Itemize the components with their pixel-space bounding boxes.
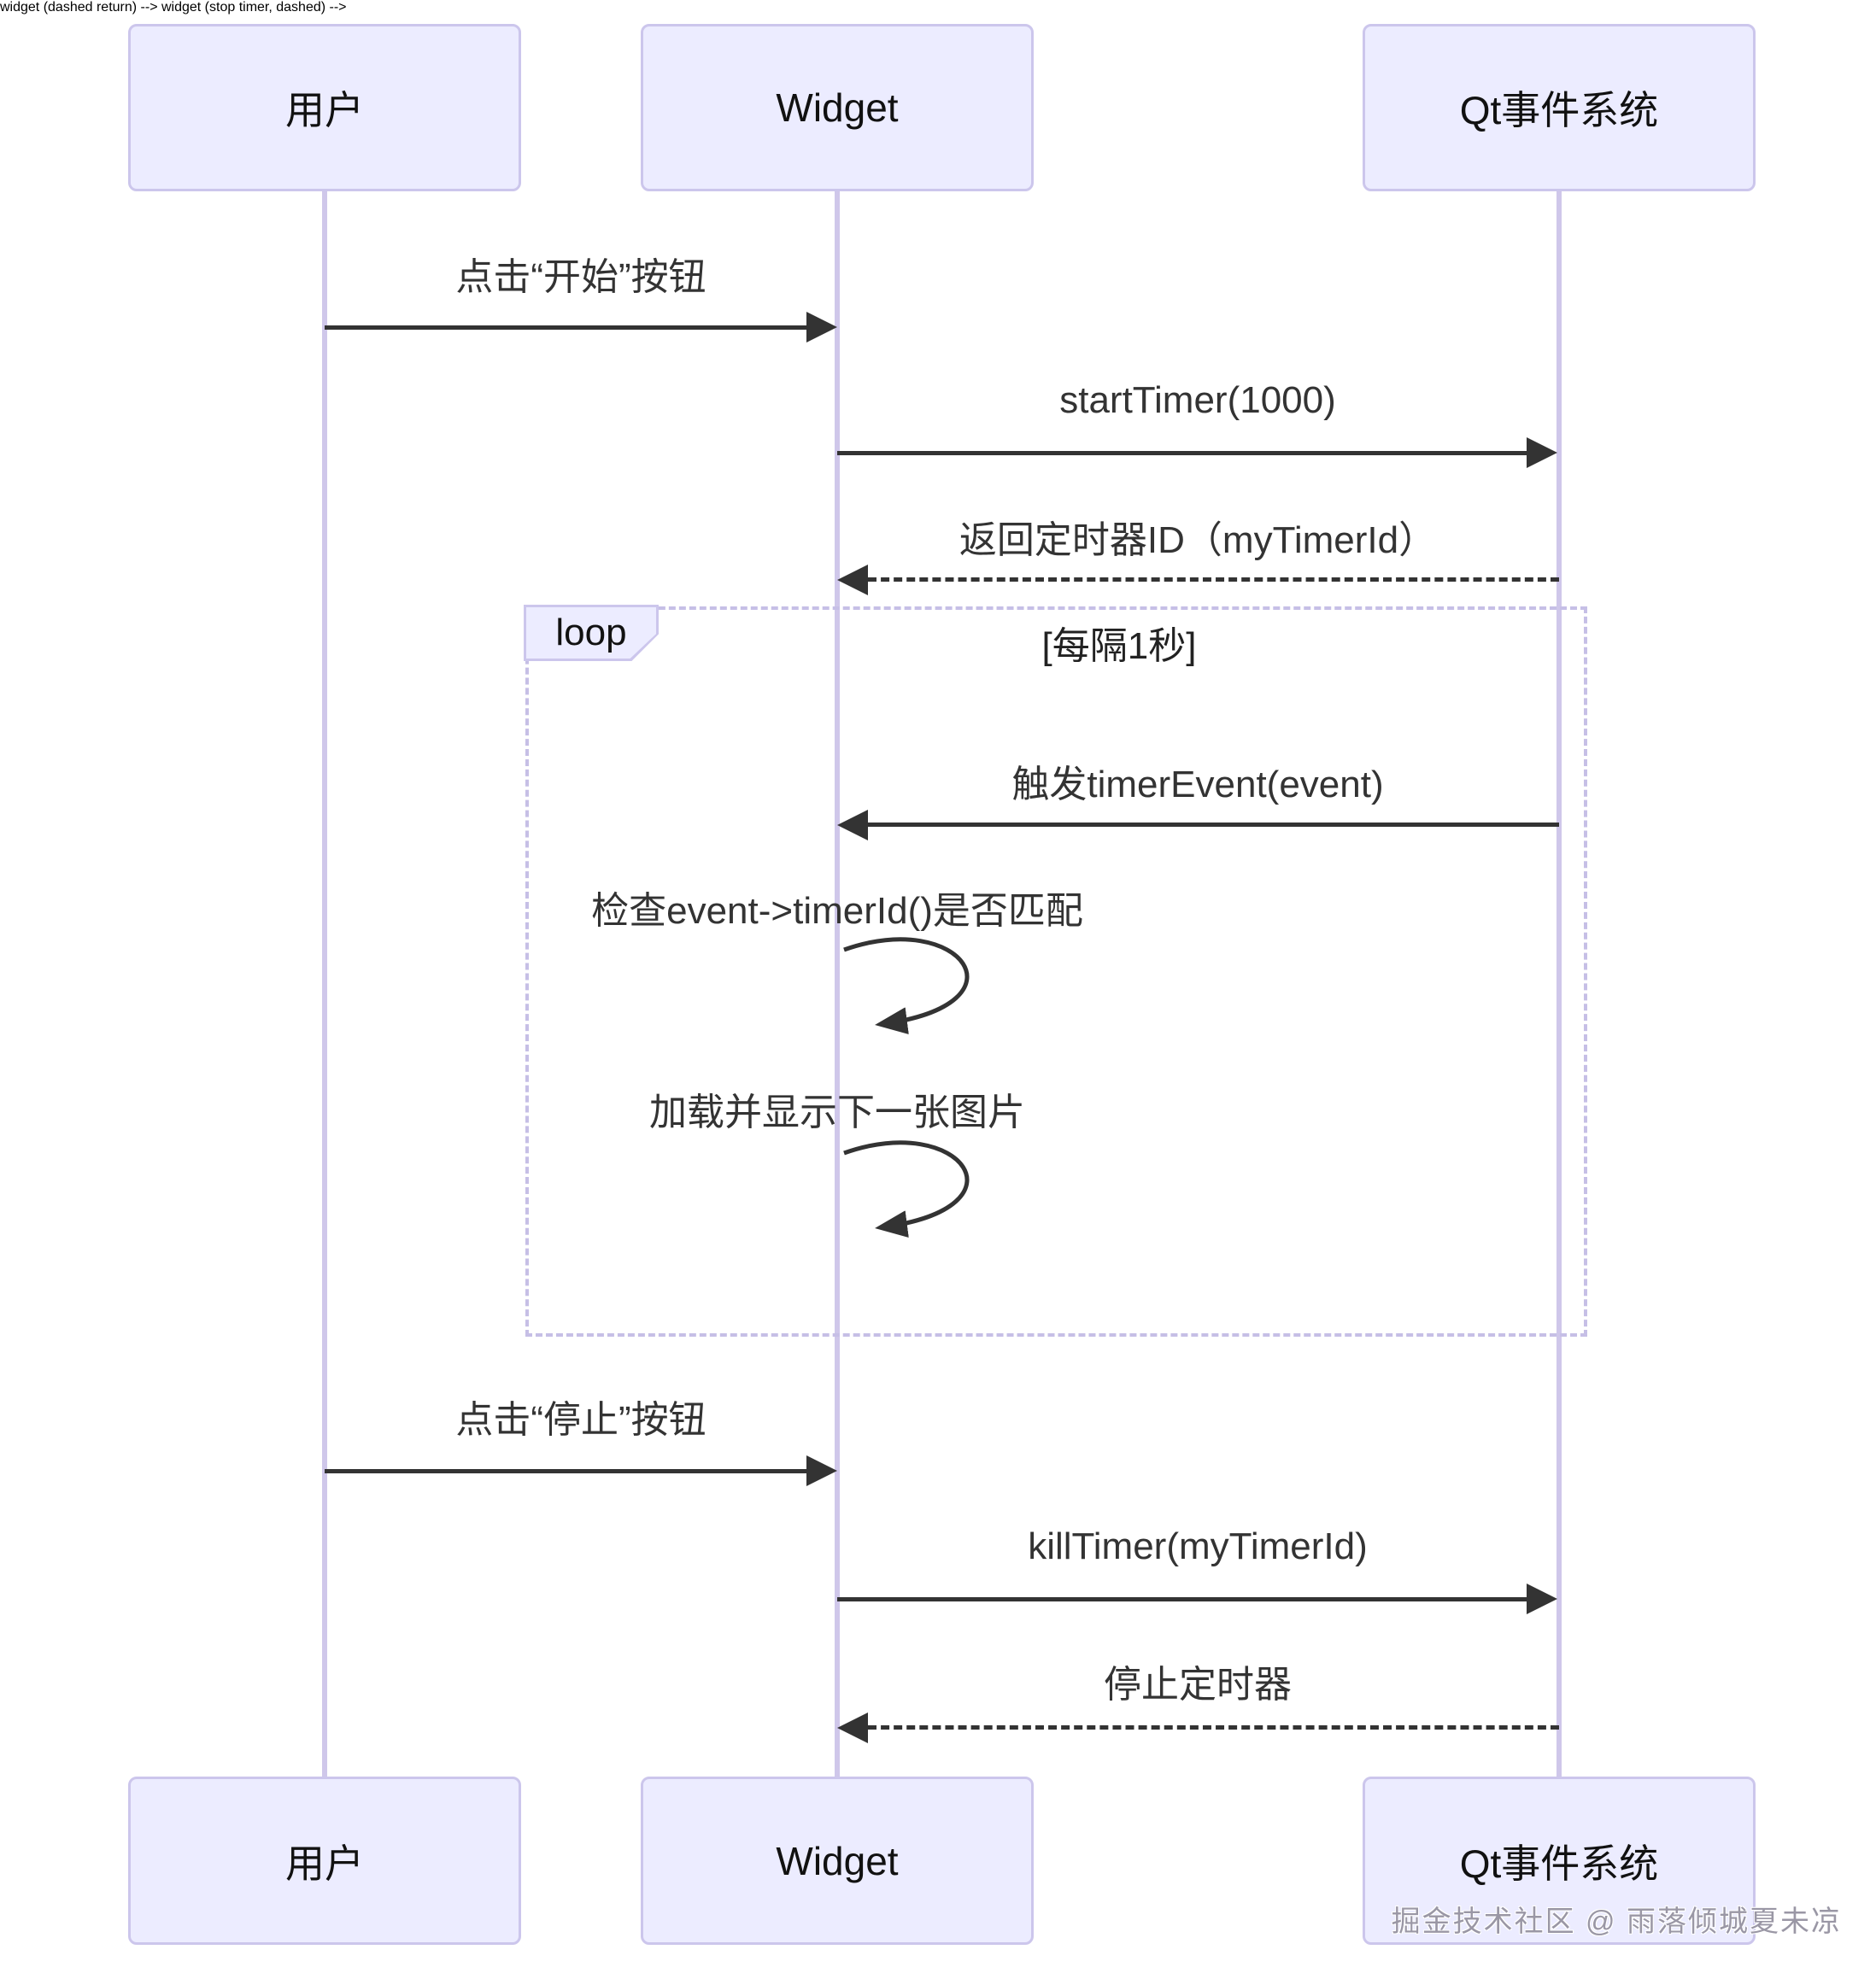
lifeline-widget xyxy=(835,188,840,1778)
actor-box-qt-top: Qt事件系统 xyxy=(1363,24,1756,191)
actor-label: Qt事件系统 xyxy=(1459,88,1659,132)
message-label-check-timerid: 检查event->timerId()是否匹配 xyxy=(591,890,1083,932)
message-line-dashed xyxy=(868,577,1559,582)
actor-box-widget-top: Widget xyxy=(641,24,1034,191)
message-line xyxy=(868,823,1559,827)
arrowhead-right-icon xyxy=(806,1455,837,1486)
actor-box-qt-bottom: Qt事件系统 xyxy=(1363,1777,1756,1945)
message-line xyxy=(325,325,808,330)
actor-label: Qt事件系统 xyxy=(1459,1841,1659,1886)
arrowhead-right-icon xyxy=(806,312,837,342)
message-line xyxy=(837,451,1528,455)
message-line-dashed xyxy=(868,1725,1559,1730)
message-label-click-stop: 点击“停止”按钮 xyxy=(455,1399,706,1441)
loop-condition: [每隔1秒] xyxy=(1041,625,1197,667)
arrowhead-left-icon xyxy=(837,1712,868,1743)
arrowhead-left-icon xyxy=(837,810,868,840)
message-line xyxy=(325,1469,808,1473)
message-label-stop-timer: 停止定时器 xyxy=(1104,1664,1292,1706)
arrowhead-right-icon xyxy=(1527,437,1557,468)
actor-label: 用户 xyxy=(285,1841,364,1886)
actor-box-widget-bottom: Widget xyxy=(641,1777,1034,1945)
watermark: 掘金技术社区 @ 雨落倾城夏未凉 xyxy=(1391,1906,1842,1938)
actor-box-user-bottom: 用户 xyxy=(128,1777,521,1945)
message-label-killtimer: killTimer(myTimerId) xyxy=(1028,1525,1368,1567)
actor-box-user-top: 用户 xyxy=(128,24,521,191)
actor-label: Widget xyxy=(776,1838,899,1883)
message-label-return-timerid: 返回定时器ID（myTimerId） xyxy=(959,519,1437,561)
message-label-click-start: 点击“开始”按钮 xyxy=(455,256,706,298)
lifeline-user xyxy=(322,188,327,1778)
message-label-timerevent: 触发timerEvent(event) xyxy=(1011,764,1384,805)
lifeline-qt xyxy=(1556,188,1562,1778)
loop-frame xyxy=(525,606,1587,1337)
arrowhead-right-icon xyxy=(1527,1584,1557,1614)
message-label-starttimer: startTimer(1000) xyxy=(1059,379,1336,421)
loop-label: loop xyxy=(526,607,656,659)
actor-label: Widget xyxy=(776,85,899,130)
loop-label-tab: loop xyxy=(524,605,659,661)
message-label-load-image: 加载并显示下一张图片 xyxy=(649,1092,1025,1133)
arrowhead-left-icon xyxy=(837,565,868,595)
message-line xyxy=(837,1597,1528,1601)
actor-label: 用户 xyxy=(285,88,364,132)
